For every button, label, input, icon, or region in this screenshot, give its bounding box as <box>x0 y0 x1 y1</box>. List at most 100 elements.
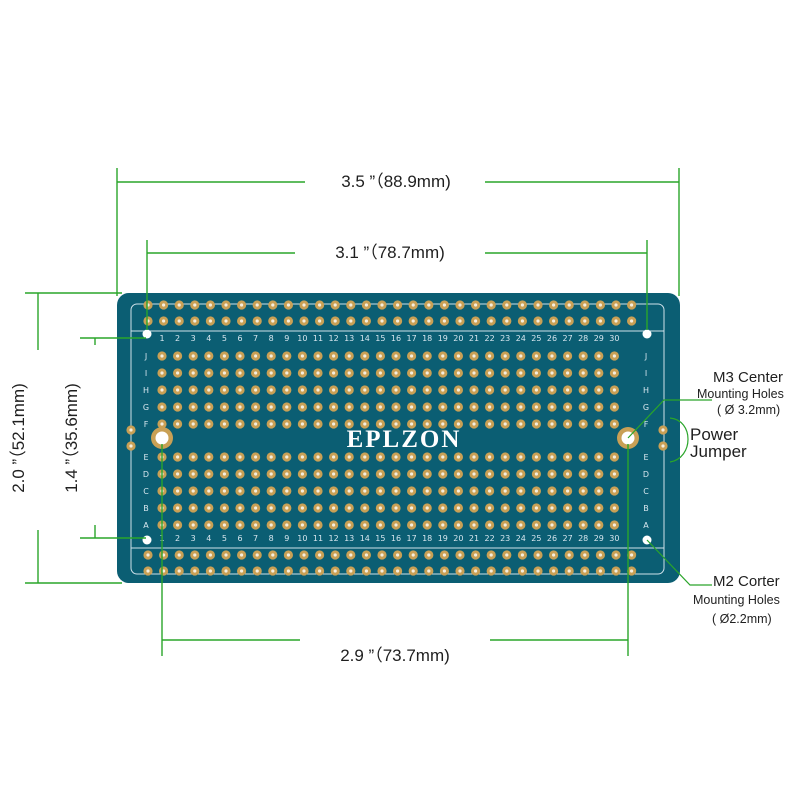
grid-pad-r0-c20-hole <box>456 354 460 358</box>
grid-pad-r7-c8-hole <box>269 489 273 493</box>
row-letter-right-C: C <box>643 487 649 496</box>
grid-pad-r5-c24-hole <box>519 455 523 459</box>
col-num-top-24: 24 <box>516 334 526 343</box>
grid-pad-r3-c29-hole <box>597 405 601 409</box>
grid-pad-r4-c3-hole <box>191 422 195 426</box>
grid-pad-r0-c5-hole <box>222 354 226 358</box>
col-num-top-23: 23 <box>500 334 510 343</box>
rail-pad-1-22-hole <box>489 319 493 323</box>
row-letter-right-G: G <box>643 403 649 412</box>
rail-pad-1-14-hole <box>364 319 368 323</box>
rail-pad-3-8-hole <box>271 569 275 573</box>
grid-pad-r8-c19-hole <box>441 506 445 510</box>
grid-pad-r3-c21-hole <box>472 405 476 409</box>
rail-pad-3-12-hole <box>333 569 337 573</box>
grid-pad-r1-c2-hole <box>176 371 180 375</box>
rail-pad-1-26-hole <box>552 319 556 323</box>
m2-callout-size: ( Ø2.2mm) <box>712 612 772 626</box>
rail-pad-2-8-hole <box>271 553 275 557</box>
grid-pad-r4-c27-hole <box>566 422 570 426</box>
grid-pad-r5-c10-hole <box>300 455 304 459</box>
rail-pad-1-11-hole <box>318 319 322 323</box>
grid-pad-r5-c9-hole <box>285 455 289 459</box>
grid-pad-r6-c23-hole <box>503 472 507 476</box>
rail-pad-0-30-hole <box>614 303 618 307</box>
grid-pad-r2-c23-hole <box>503 388 507 392</box>
grid-pad-r6-c10-hole <box>300 472 304 476</box>
col-num-bottom-10: 10 <box>297 534 307 543</box>
col-num-bottom-24: 24 <box>516 534 526 543</box>
col-num-bottom-29: 29 <box>594 534 604 543</box>
grid-pad-r4-c12-hole <box>332 422 336 426</box>
col-num-top-14: 14 <box>360 334 370 343</box>
rail-pad-0-16-hole <box>396 303 400 307</box>
grid-pad-r1-c10-hole <box>300 371 304 375</box>
rail-pad-2-20-hole <box>458 553 462 557</box>
grid-pad-r5-c12-hole <box>332 455 336 459</box>
col-num-top-9: 9 <box>284 334 289 343</box>
grid-pad-r5-c13-hole <box>347 455 351 459</box>
grid-pad-r4-c28-hole <box>581 422 585 426</box>
grid-pad-r9-c9-hole <box>285 523 289 527</box>
grid-pad-r1-c20-hole <box>456 371 460 375</box>
grid-pad-r5-c27-hole <box>566 455 570 459</box>
rail-pad-3-7-hole <box>255 569 259 573</box>
grid-pad-r6-c4-hole <box>207 472 211 476</box>
grid-pad-r0-c6-hole <box>238 354 242 358</box>
rail-pad-2-11-hole <box>318 553 322 557</box>
grid-pad-r4-c5-hole <box>222 422 226 426</box>
grid-pad-r3-c4-hole <box>207 405 211 409</box>
grid-pad-r6-c13-hole <box>347 472 351 476</box>
rail-pad-1-7-hole <box>255 319 259 323</box>
grid-pad-r6-c21-hole <box>472 472 476 476</box>
grid-pad-r7-c14-hole <box>363 489 367 493</box>
grid-pad-r4-c13-hole <box>347 422 351 426</box>
col-num-top-19: 19 <box>438 334 448 343</box>
col-num-bottom-13: 13 <box>344 534 354 543</box>
grid-pad-r7-c7-hole <box>254 489 258 493</box>
grid-pad-r4-c25-hole <box>534 422 539 426</box>
row-letter-left-J: J <box>144 352 147 361</box>
grid-pad-r1-c12-hole <box>332 371 336 375</box>
grid-pad-r8-c7-hole <box>254 506 258 510</box>
power-jumper-pad-0-hole <box>129 428 133 432</box>
row-letter-right-A: A <box>643 521 649 530</box>
m3-center-holes <box>151 427 639 449</box>
grid-pad-r6-c25-hole <box>534 472 539 476</box>
grid-pad-r2-c12-hole <box>332 388 336 392</box>
col-num-top-25: 25 <box>531 334 541 343</box>
col-num-top-29: 29 <box>594 334 604 343</box>
grid-pad-r2-c11-hole <box>316 388 320 392</box>
m2-callout-title: M2 Corter <box>713 573 780 590</box>
rail-pad-2-25-hole <box>536 553 540 557</box>
rail-pad-0-23-hole <box>505 303 509 307</box>
rail-pad-0-6-hole <box>240 303 244 307</box>
grid-pad-r1-c8-hole <box>269 371 273 375</box>
rail-pad-2-17-hole <box>411 553 415 557</box>
grid-pad-r7-c20-hole <box>456 489 460 493</box>
rail-pad-0-14-hole <box>364 303 368 307</box>
col-num-bottom-9: 9 <box>284 534 289 543</box>
rail-pad-0-29-hole <box>598 303 603 307</box>
col-num-bottom-3: 3 <box>191 534 196 543</box>
row-letter-right-H: H <box>643 386 649 395</box>
grid-pad-r7-c18-hole <box>425 489 429 493</box>
grid-pad-r8-c21-hole <box>472 506 476 510</box>
grid-pad-r7-c2-hole <box>176 489 180 493</box>
rail-pad-3-27-hole <box>567 569 571 573</box>
grid-pad-r3-c20-hole <box>456 405 460 409</box>
rail-pad-3-11-hole <box>318 569 322 573</box>
grid-pad-r9-c13-hole <box>347 523 351 527</box>
grid-pad-r9-c18-hole <box>425 523 429 527</box>
row-letter-left-F: F <box>144 420 149 429</box>
rail-pad-2-29-hole <box>598 553 603 557</box>
grid-pad-r3-c10-hole <box>300 405 304 409</box>
grid-pad-r1-c3-hole <box>191 371 195 375</box>
grid-pad-r1-c28-hole <box>581 371 585 375</box>
grid-pad-r4-c7-hole <box>254 422 258 426</box>
rail-pad-2-21-hole <box>474 553 478 557</box>
rail-pad-2-9-hole <box>286 553 290 557</box>
grid-pad-r7-c6-hole <box>238 489 242 493</box>
rail-pad-3-15-hole <box>380 569 384 573</box>
grid-pad-r7-c15-hole <box>378 489 382 493</box>
